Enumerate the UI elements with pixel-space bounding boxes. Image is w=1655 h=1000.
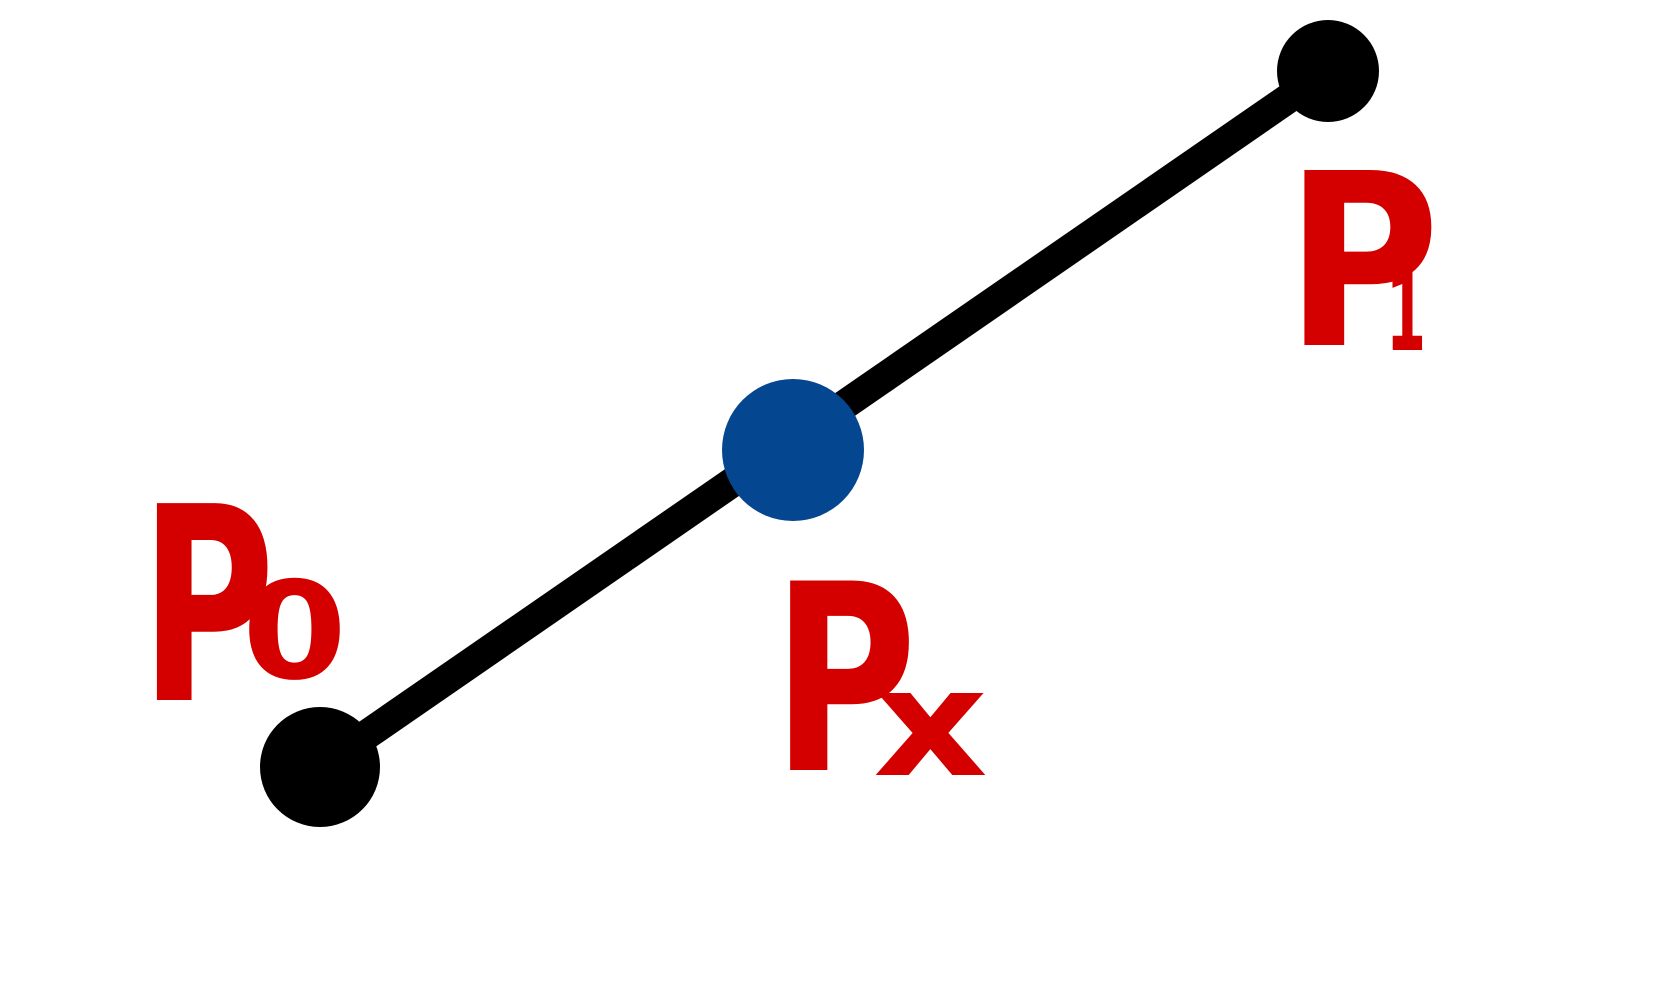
label-p1-subscript: 1 [1386,248,1426,376]
label-px-subscript: x [873,637,988,811]
label-p1: P [1285,122,1440,402]
label-p0: P [140,449,275,764]
endpoint-p1[interactable] [1277,20,1379,122]
endpoint-p0[interactable] [260,707,380,827]
label-p0-subscript: 0 [242,553,347,710]
interpolated-point-px[interactable] [722,379,864,521]
label-px: P [772,530,917,832]
